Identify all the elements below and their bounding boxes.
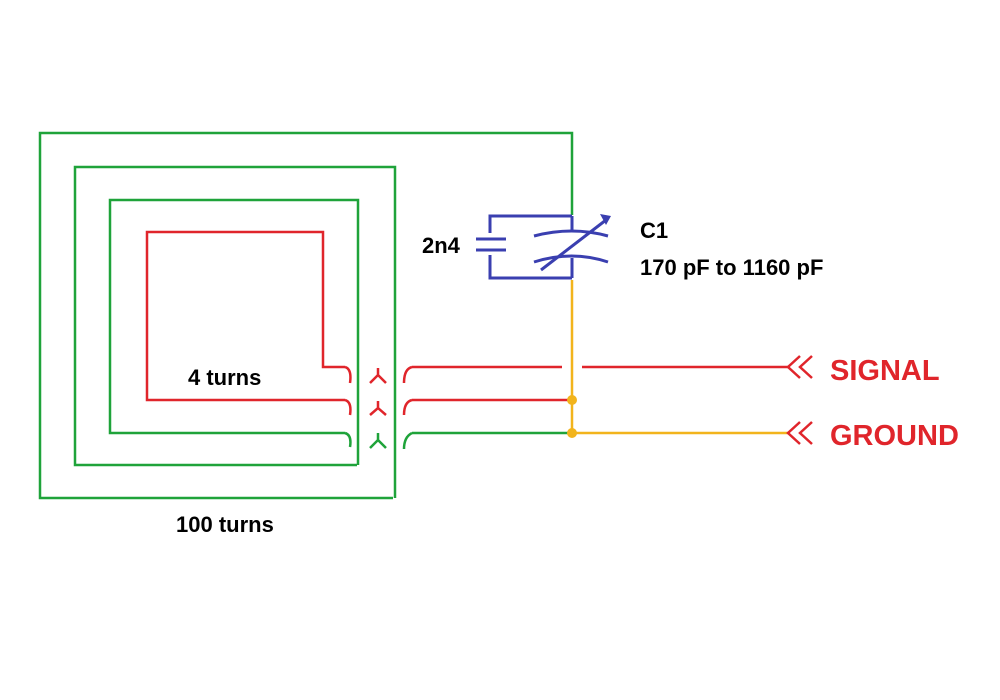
signal-connector [786, 355, 813, 379]
var-cap-arrow-head [600, 214, 611, 225]
inner-coil-turn-1 [145, 230, 345, 402]
inner-coil [145, 230, 790, 416]
outer-coil-turn-3 [108, 198, 360, 465]
inner-coil-split-mark-bottom [369, 401, 387, 416]
connection-wires [567, 280, 790, 438]
signal-terminal-label: SIGNAL [830, 355, 940, 387]
ground-connector [786, 421, 813, 445]
outer-coil-break [344, 431, 413, 450]
outer-coil-split-mark [369, 433, 387, 449]
inner-coil-break-bottom [344, 398, 413, 416]
ground-terminal-label: GROUND [830, 420, 959, 452]
outer-coil-turn-1 [38, 131, 574, 500]
terminal-connectors [786, 355, 813, 445]
inner-coil-split-mark-top [369, 368, 387, 384]
outer-coil-label: 100 turns [176, 512, 274, 537]
junction-dot-2 [567, 428, 577, 438]
junction-dot-1 [567, 395, 577, 405]
outer-coil-turn-2 [73, 165, 397, 498]
cap-frame-bottom [488, 255, 572, 280]
inner-coil-label: 4 turns [188, 365, 261, 390]
var-cap-plate-bottom [533, 254, 609, 264]
cap-frame-top [488, 214, 572, 233]
var-cap-plate-top [533, 229, 609, 238]
fixed-cap-label: 2n4 [422, 233, 461, 258]
var-cap-range-label: 170 pF to 1160 pF [640, 255, 823, 280]
var-cap-name-label: C1 [640, 218, 668, 243]
capacitor-network [476, 214, 611, 280]
outer-coil [38, 131, 574, 500]
inner-coil-break-top [344, 365, 413, 384]
var-cap-adjust-arrow [540, 218, 607, 272]
